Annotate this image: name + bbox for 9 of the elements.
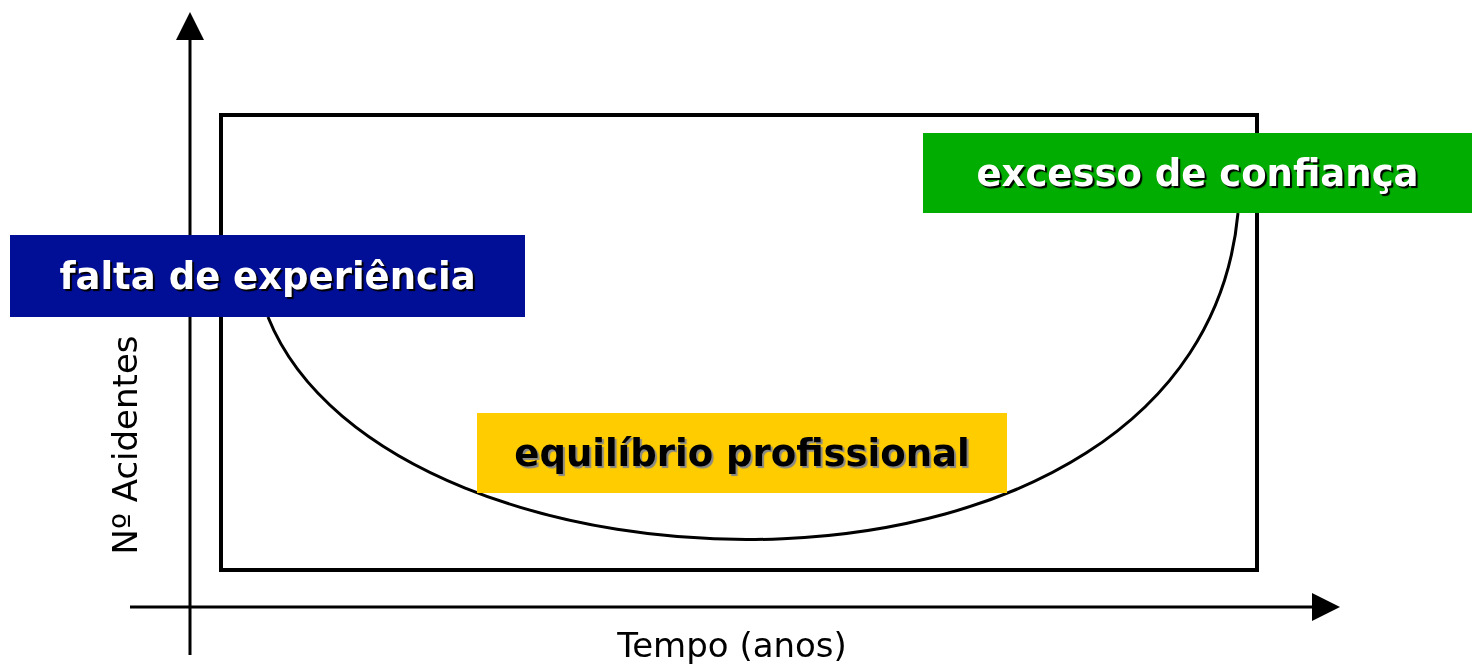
- label-box: [10, 235, 525, 317]
- axis-label: Nº Acidentes: [105, 335, 145, 555]
- label-text: falta de experiência: [59, 254, 476, 298]
- label-box: [923, 133, 1472, 213]
- axis-label: Tempo (anos): [617, 625, 847, 665]
- label-text: excesso de confiança: [976, 151, 1419, 195]
- u-curve: [266, 212, 1240, 541]
- label-text: equilíbrio profissional: [514, 431, 970, 475]
- label-box: [477, 413, 1007, 493]
